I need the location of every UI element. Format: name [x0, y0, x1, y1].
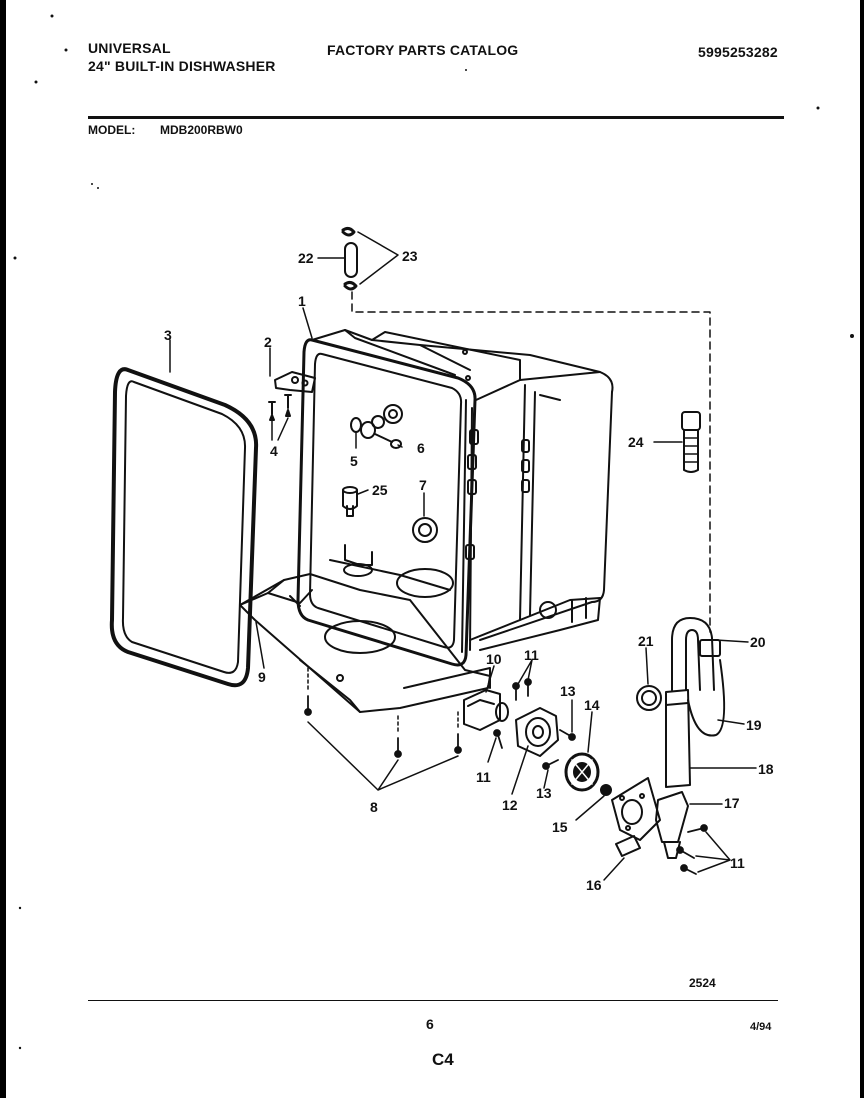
callout-12: 12 — [502, 797, 518, 813]
callout-18: 18 — [758, 761, 774, 777]
callout-20: 20 — [750, 634, 766, 650]
header-rule — [88, 116, 784, 119]
callout-21: 21 — [638, 633, 654, 649]
callout-10: 10 — [486, 651, 502, 667]
callout-19: 19 — [746, 717, 762, 733]
tub-assembly — [296, 329, 614, 667]
hinge-bracket — [268, 371, 316, 421]
brand-name: UNIVERSAL — [88, 40, 171, 56]
drain-hose-fitting — [681, 411, 701, 473]
callout-11-top: 11 — [524, 647, 539, 663]
callout-4: 4 — [270, 443, 278, 459]
callout-13-bottom: 13 — [536, 785, 552, 801]
callout-25: 25 — [372, 482, 388, 498]
callout-13-top: 13 — [560, 683, 576, 699]
left-scan-edge — [0, 0, 6, 1098]
callout-23: 23 — [402, 248, 418, 264]
screws — [304, 678, 708, 875]
catalog-title: FACTORY PARTS CATALOG — [327, 42, 519, 58]
model-value: MDB200RBW0 — [160, 123, 243, 137]
callout-3: 3 — [164, 327, 172, 343]
leader-lines — [169, 231, 757, 881]
scan-specks — [13, 14, 854, 1050]
callout-7: 7 — [419, 477, 427, 493]
callout-17: 17 — [724, 795, 740, 811]
callout-9: 9 — [258, 669, 266, 685]
drawing-number: 2524 — [689, 976, 716, 990]
callout-numbers: 1 2 3 4 5 6 7 8 9 10 11 11 11 12 13 13 1… — [164, 248, 774, 893]
callout-1: 1 — [298, 293, 306, 309]
callout-16: 16 — [586, 877, 602, 893]
page-number: 6 — [426, 1016, 434, 1032]
callout-2: 2 — [264, 334, 272, 350]
callout-22: 22 — [298, 250, 314, 266]
inlet-hose-and-clamps — [341, 226, 358, 291]
section-code: C4 — [432, 1050, 454, 1069]
footer-rule — [88, 1000, 778, 1001]
float-switch — [342, 486, 358, 517]
revision-date: 4/94 — [750, 1021, 772, 1033]
product-name: 24" BUILT-IN DISHWASHER — [88, 58, 276, 74]
callout-11-right: 11 — [730, 855, 745, 871]
model-label: MODEL: — [88, 123, 136, 137]
right-scan-edge — [860, 0, 864, 1098]
callout-24: 24 — [628, 434, 644, 450]
motor-mounting-plate — [611, 777, 661, 857]
callout-8: 8 — [370, 799, 378, 815]
callout-11-left: 11 — [476, 769, 491, 785]
part-number: 5995253282 — [698, 44, 778, 60]
callout-5: 5 — [350, 453, 358, 469]
fill-valve-parts — [350, 417, 402, 449]
door-gasket — [109, 367, 259, 688]
callout-15: 15 — [552, 819, 568, 835]
callout-6: 6 — [417, 440, 425, 456]
drain-hose-section — [655, 689, 691, 859]
callout-14: 14 — [584, 697, 600, 713]
